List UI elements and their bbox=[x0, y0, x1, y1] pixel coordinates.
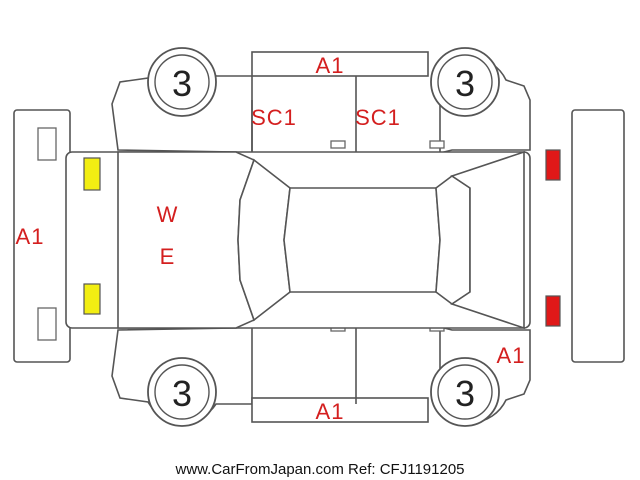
tire-front-left-label: 3 bbox=[172, 63, 192, 104]
damage-code-right-rear-quarter: A1 bbox=[497, 343, 526, 368]
rear-lamp-lower bbox=[545, 295, 561, 327]
tire-rear-left-label: 3 bbox=[455, 63, 475, 104]
damage-code-bottom-roof-edge: A1 bbox=[316, 399, 345, 424]
damage-code-left-door-front: SC1 bbox=[251, 105, 297, 130]
tire-front-right-label: 3 bbox=[172, 373, 192, 414]
damage-code-hood-e: E bbox=[160, 244, 175, 269]
tire-front-right: 3 bbox=[147, 357, 217, 427]
front-lamp-upper bbox=[83, 157, 101, 191]
footer-watermark: www.CarFromJapan.com Ref: CFJ1191205 bbox=[175, 461, 465, 478]
damage-code-hood-w: W bbox=[157, 202, 178, 227]
tire-rear-right-label: 3 bbox=[455, 373, 475, 414]
tire-rear-left: 3 bbox=[430, 47, 500, 117]
damage-code-top-roof-edge: A1 bbox=[316, 53, 345, 78]
front-lamp-lower bbox=[83, 283, 101, 315]
top-view-body bbox=[65, 149, 561, 330]
damage-code-left-door-rear: SC1 bbox=[355, 105, 401, 130]
tire-front-left: 3 bbox=[147, 47, 217, 117]
rear-lamp-upper bbox=[545, 149, 561, 181]
tire-rear-right: 3 bbox=[430, 357, 500, 427]
damage-code-front-bumper: A1 bbox=[16, 224, 45, 249]
rear-bumper bbox=[571, 109, 625, 363]
